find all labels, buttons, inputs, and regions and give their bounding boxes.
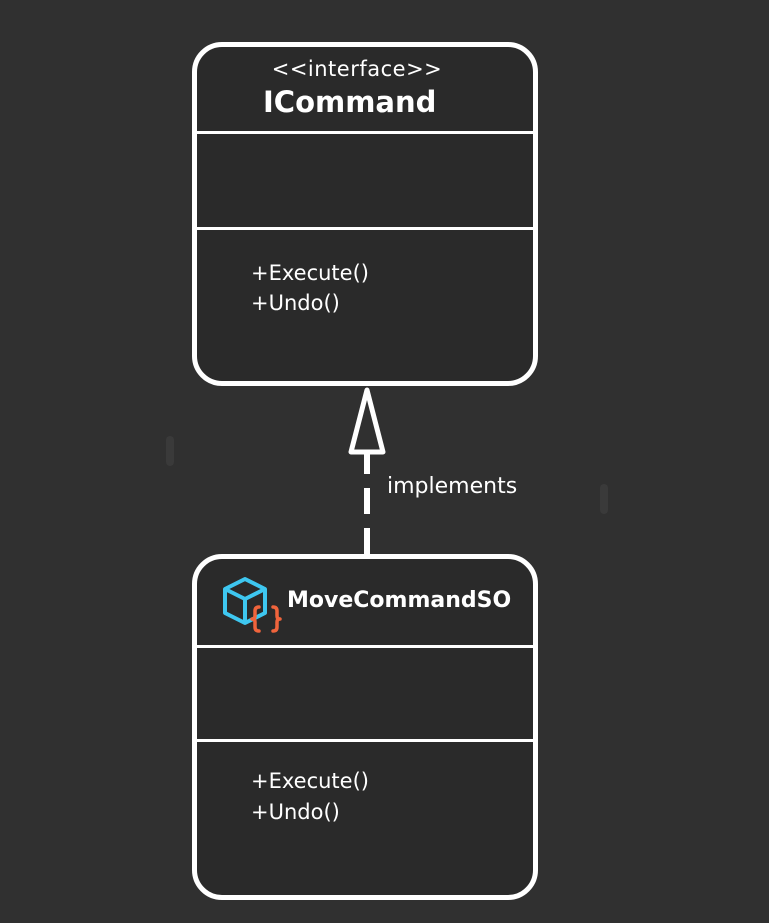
attributes-divider [197,227,533,230]
method-undo: +Undo() [251,800,340,824]
attributes-divider [197,739,533,742]
background-mark-right [600,484,608,514]
interface-stereotype: <<interface>> [271,57,443,81]
interface-name: ICommand [263,85,437,119]
relationship-label: implements [387,474,518,499]
hollow-arrowhead [348,387,386,455]
background-mark-left [166,436,174,466]
class-name: MoveCommandSO [287,588,512,613]
csharp-script-icon [223,577,282,633]
name-divider [197,645,533,648]
method-execute: +Execute() [251,261,369,285]
class-box-movecommandso: MoveCommandSO +Execute() +Undo() [192,554,538,900]
interface-box-icommand: <<interface>> ICommand +Execute() +Undo(… [192,42,538,386]
method-execute: +Execute() [251,769,369,793]
name-divider [197,131,533,134]
method-undo: +Undo() [251,291,340,315]
